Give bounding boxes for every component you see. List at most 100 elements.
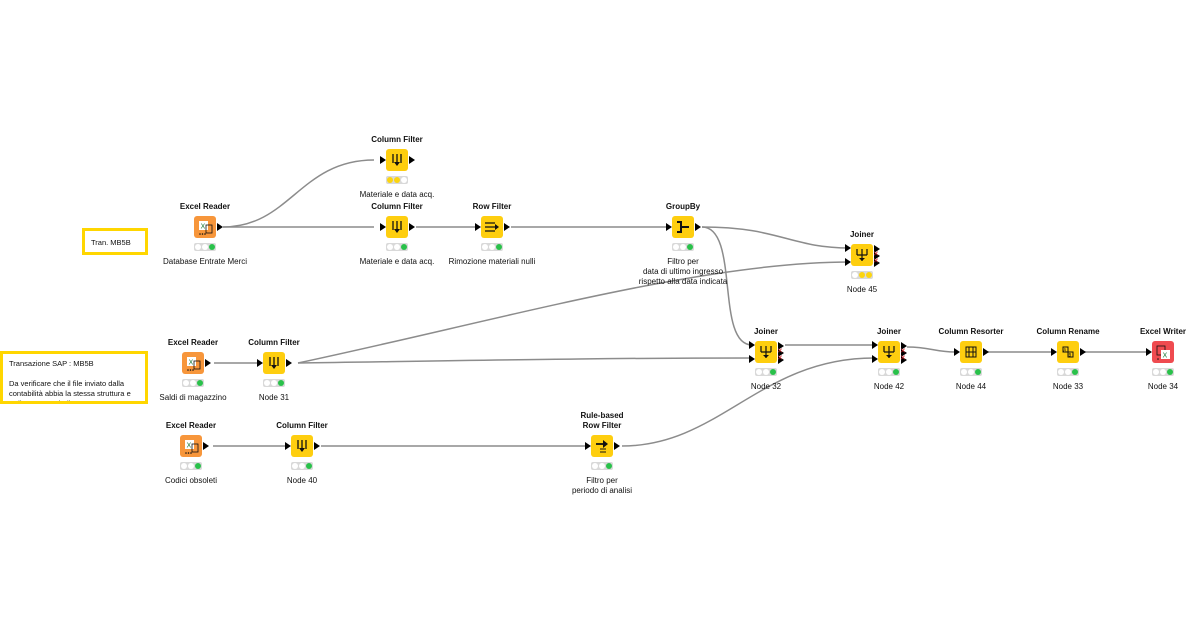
column-filter-icon[interactable] [291,435,313,457]
node-label[interactable]: Node 34 [1147,382,1179,391]
output-port-2[interactable] [874,252,880,260]
row-filter-icon[interactable] [481,216,503,238]
joiner-icon[interactable] [851,244,873,266]
input-port[interactable] [380,156,386,164]
output-port[interactable] [614,442,620,450]
input-port[interactable] [954,348,960,356]
annotation-text: Transazione SAP : MB5B Da verificare che… [9,359,131,404]
inactive-port-icon: ✕ [900,355,906,362]
annotation-tran-mb5b[interactable]: Tran. MB5B [82,228,148,255]
input-port[interactable] [285,442,291,450]
output-port[interactable] [409,156,415,164]
groupby-icon[interactable] [672,216,694,238]
output-port[interactable] [409,223,415,231]
output-port-3[interactable] [901,356,907,364]
output-port-3[interactable] [874,259,880,267]
node-label[interactable]: Filtro per periodo di analisi [571,476,633,495]
node-label[interactable]: Saldi di magazzino [159,393,227,402]
excel-writer-icon[interactable]: X [1152,341,1174,363]
output-port-1[interactable] [874,245,880,253]
annotation-transazione-sap[interactable]: Transazione SAP : MB5B Da verificare che… [0,351,148,404]
status-traffic-light [180,462,202,470]
node-label[interactable]: Node 40 [286,476,318,485]
node-label[interactable]: Node 44 [955,382,987,391]
joiner-icon[interactable] [878,341,900,363]
svg-text:X: X [189,359,194,367]
status-traffic-light [1152,368,1174,376]
output-port[interactable] [205,359,211,367]
output-port-2[interactable] [778,349,784,357]
input-port[interactable] [1146,348,1152,356]
node-label[interactable]: Codici obsoleti [164,476,218,485]
output-port[interactable] [983,348,989,356]
input-port[interactable] [1051,348,1057,356]
node-title: Excel Reader [179,202,231,211]
output-port-3[interactable] [778,356,784,364]
column-filter-icon[interactable] [386,216,408,238]
column-resorter-icon[interactable] [960,341,982,363]
node-title: Excel Writer [1139,327,1187,336]
output-port[interactable] [217,223,223,231]
output-port-1[interactable] [901,342,907,350]
joiner-icon[interactable] [755,341,777,363]
input-port-right[interactable] [872,355,878,363]
input-port-left[interactable] [845,244,851,252]
rule-row-filter-icon[interactable] [591,435,613,457]
input-port-right[interactable] [845,258,851,266]
node-label[interactable]: Rimozione materiali nulli [448,257,536,266]
input-port[interactable] [257,359,263,367]
status-traffic-light [851,271,873,279]
input-port-left[interactable] [872,341,878,349]
connection-cf31-j32[interactable] [297,357,753,364]
excel-reader-icon[interactable]: X [182,352,204,374]
node-title: Excel Reader [167,338,219,347]
input-port[interactable] [380,223,386,231]
node-label[interactable]: Node 31 [258,393,290,402]
node-title: Column Filter [371,202,423,211]
node-label[interactable]: Materiale e data acq. [359,257,435,266]
status-traffic-light [291,462,313,470]
output-port[interactable] [286,359,292,367]
node-title: Column Rename [1036,327,1100,336]
inactive-port-icon: ✕ [900,348,906,355]
node-label[interactable]: Node 32 [750,382,782,391]
excel-reader-icon[interactable]: X [180,435,202,457]
input-port-left[interactable] [749,341,755,349]
output-port[interactable] [504,223,510,231]
input-port[interactable] [666,223,672,231]
node-label[interactable]: Node 42 [873,382,905,391]
connection-rbf-j42[interactable] [621,357,875,447]
node-title: Column Filter [248,338,300,347]
annotation-text: Tran. MB5B [91,238,131,247]
output-port[interactable] [695,223,701,231]
node-label[interactable]: Filtro per data di ultimo ingresso rispe… [638,257,728,286]
output-port[interactable] [314,442,320,450]
status-traffic-light [386,176,408,184]
status-traffic-light [755,368,777,376]
status-traffic-light [591,462,613,470]
node-label[interactable]: Node 45 [846,285,878,294]
connection-j42-cr44[interactable] [906,346,956,353]
input-port[interactable] [475,223,481,231]
inactive-port-icon: ✕ [777,355,783,362]
node-title: Row Filter [472,202,512,211]
input-port[interactable] [585,442,591,450]
output-port[interactable] [1080,348,1086,356]
node-title: Column Resorter [938,327,1004,336]
svg-text:X: X [187,442,192,450]
output-port-1[interactable] [778,342,784,350]
excel-reader-icon[interactable]: X [194,216,216,238]
node-label[interactable]: Database Entrate Merci [162,257,248,266]
input-port-right[interactable] [749,355,755,363]
column-filter-icon[interactable] [386,149,408,171]
column-filter-icon[interactable] [263,352,285,374]
output-port[interactable] [203,442,209,450]
output-port-2[interactable] [901,349,907,357]
node-title: GroupBy [665,202,701,211]
node-label[interactable]: Node 33 [1052,382,1084,391]
node-title: Joiner [753,327,778,336]
node-title: Excel Reader [165,421,217,430]
node-label[interactable]: Materiale e data acq. [359,190,435,199]
